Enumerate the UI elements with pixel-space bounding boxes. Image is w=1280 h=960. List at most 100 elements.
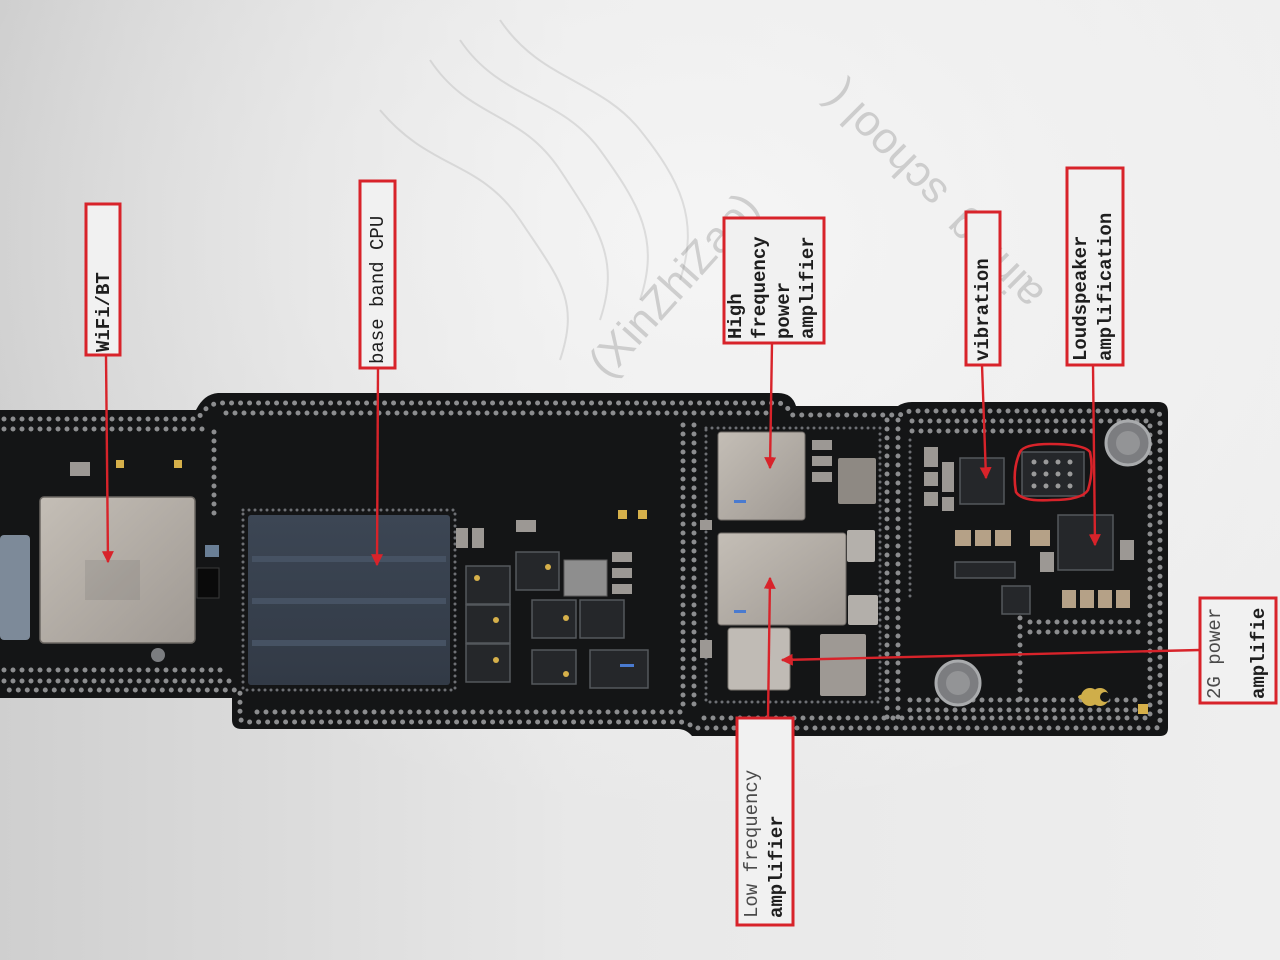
smd-component	[1116, 590, 1130, 608]
bga-balls	[1031, 459, 1073, 489]
smd-component	[1120, 540, 1134, 560]
smd-component	[531, 599, 577, 639]
label-text: amplifier	[797, 236, 819, 339]
label-text: amplification	[1095, 213, 1117, 361]
bga-chip	[1021, 451, 1085, 497]
chip-stripe	[252, 640, 446, 646]
smd-component	[848, 595, 878, 625]
vibration-arrow	[979, 364, 992, 480]
chip-marking	[85, 560, 140, 600]
label-text: Loudspeaker	[1070, 236, 1092, 361]
bga-ball	[1055, 471, 1061, 477]
smd-component	[1062, 590, 1076, 608]
screw-hole-center	[1116, 431, 1140, 455]
label-text: 2G power	[1204, 608, 1226, 699]
smd-component	[531, 649, 577, 685]
smd-component	[1040, 552, 1054, 572]
smd-component	[955, 530, 971, 546]
label-box	[722, 216, 826, 345]
smd-component	[1001, 585, 1031, 615]
smd-component	[465, 565, 511, 605]
bga-ball	[1067, 471, 1073, 477]
smd-component	[924, 472, 938, 486]
label-loudspeaker-amplification: Loudspeaker amplification	[1065, 166, 1125, 367]
smd-component	[924, 447, 938, 467]
label-2g-power-amplifier: 2G power amplifie	[1198, 596, 1278, 705]
pin-marker	[563, 615, 569, 621]
label-text: High	[725, 293, 747, 339]
label-text: amplifier	[766, 815, 788, 918]
smd-component	[847, 530, 875, 562]
smd-component	[465, 604, 511, 644]
2g-power-amplifier-chip	[727, 627, 791, 691]
test-mark	[734, 500, 746, 503]
right-region	[924, 419, 1152, 714]
gold-pad	[174, 460, 182, 468]
label-box	[735, 716, 795, 927]
smd-component	[70, 462, 90, 476]
texture-line	[379, 109, 569, 361]
smd-component	[465, 643, 511, 683]
label-box	[84, 202, 122, 357]
bga-ball	[1031, 471, 1037, 477]
smd-component	[196, 567, 220, 599]
background-texture	[379, 19, 689, 361]
via-pad	[151, 648, 165, 662]
left-region	[0, 460, 220, 662]
label-box	[1065, 166, 1125, 367]
bga-ball	[1031, 459, 1037, 465]
pin-marker	[493, 617, 499, 623]
label-box	[358, 179, 397, 370]
test-mark	[620, 664, 634, 667]
label-baseband-cpu: base band CPU	[358, 179, 397, 370]
smd-component	[516, 520, 536, 532]
label-text: base band CPU	[367, 216, 389, 364]
label-text: Low frequency	[741, 770, 763, 918]
screw-hole-center	[946, 671, 970, 695]
smd-component	[700, 640, 712, 658]
lf-amp-arrow	[763, 576, 776, 719]
smd-component	[1080, 590, 1094, 608]
smd-component	[589, 649, 649, 689]
smd-component	[515, 551, 560, 591]
chip-stripe	[252, 556, 446, 562]
hf-pa-arrow	[764, 342, 777, 470]
smd-component	[612, 568, 632, 578]
label-hf-power-amplifier: High frequency power amplifier	[722, 216, 826, 345]
label-box	[1198, 596, 1278, 705]
label-text: WiFi/BT	[93, 272, 115, 352]
smd-component	[1098, 590, 1112, 608]
smd-component	[472, 528, 484, 548]
smd-component	[942, 462, 954, 492]
test-mark	[734, 610, 746, 613]
label-text: vibration	[972, 258, 994, 361]
2g-pa-arrow	[780, 648, 1201, 666]
smd-component	[1030, 530, 1050, 546]
label-text: power	[773, 282, 795, 339]
partial-chip	[0, 535, 30, 640]
pin-marker	[474, 575, 480, 581]
smd-component	[612, 552, 632, 562]
smd-component	[924, 492, 938, 506]
smd-component	[995, 530, 1011, 546]
via-row	[697, 418, 1153, 721]
gold-pad	[116, 460, 124, 468]
smd-component	[812, 456, 832, 466]
bga-ball	[1043, 471, 1049, 477]
smd-component	[812, 472, 832, 482]
smd-component	[456, 528, 468, 548]
texture-line	[459, 39, 649, 301]
via-row	[1, 400, 1163, 731]
bga-ball	[1043, 459, 1049, 465]
smd-component	[579, 599, 625, 639]
label-text: amplifie	[1248, 608, 1270, 699]
speaker-amp-arrow	[1088, 364, 1101, 547]
smd-component	[838, 458, 876, 504]
smd-component	[812, 440, 832, 450]
baseband-region	[248, 510, 649, 689]
pin-marker	[493, 657, 499, 663]
bga-ball	[1031, 483, 1037, 489]
vibration-driver-chip	[959, 457, 1005, 505]
gold-pad	[638, 510, 647, 519]
